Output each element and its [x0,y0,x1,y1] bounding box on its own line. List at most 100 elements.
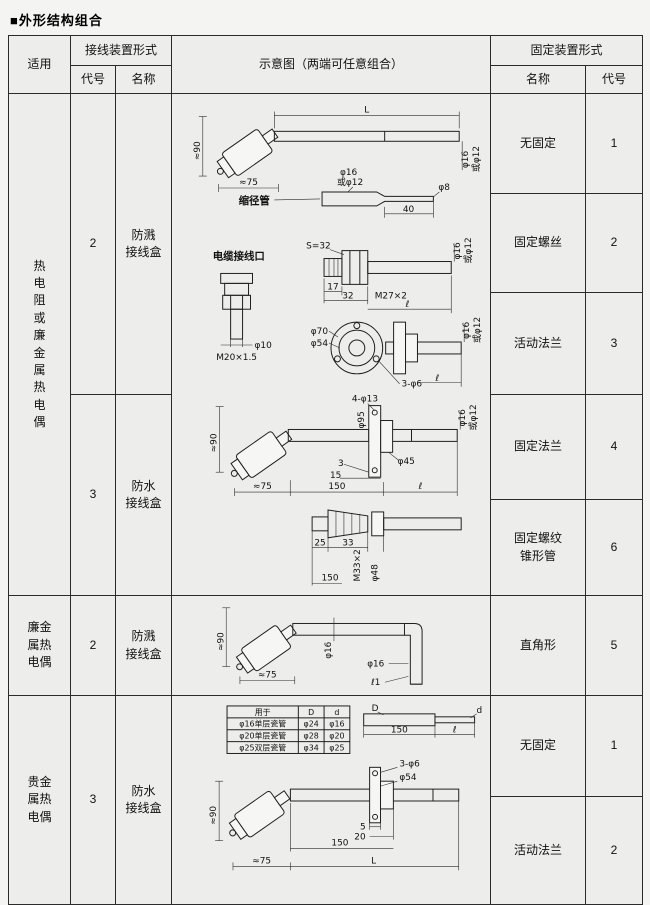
sec1-junction1-code: 2 [70,93,116,395]
dim-or-dia12: 或φ12 [471,317,483,343]
dim-m33: M33×2 [353,549,363,581]
label-reducer-tube: 缩径管 [239,194,270,207]
dim-dia45: φ45 [398,457,415,467]
header-fixing-name: 名称 [490,65,587,94]
dim-d: d [477,705,483,715]
ceramic-r1-d: φ16 [329,719,344,728]
sec1-fix3-name: 活动法兰 [490,292,587,395]
schematic-sec2: ≈90 ≈75 [216,607,423,688]
diagram-right-angle: ≈90 ≈75 [216,607,423,688]
sec2-junction-code: 2 [70,595,116,696]
dim-32: 32 [342,291,353,301]
row-sec2: 廉金 属热 电偶 2 防溅 接线盒 ≈90 [8,595,644,696]
ceramic-r1-D: φ24 [304,719,319,728]
dim-33: 33 [342,539,353,549]
structure-combination-table: 适用 接线装置形式 示意图（两端可任意组合） 固定装置形式 代号 名称 名称 代… [8,35,644,905]
sec1-junction1-name: 防溅 接线盒 [114,93,173,395]
dim-approx90: ≈90 [193,141,203,160]
dim-dia54: φ54 [399,773,417,783]
diagram-taper-thread-tube: 25 33 M33×2 φ48 150 [311,509,462,586]
dim-D: D [372,703,379,713]
ceramic-r3-use: φ25双层瓷管 [239,742,286,752]
ceramic-header-use: 用于 [255,707,271,716]
dim-dia16-vertical: φ16 [367,660,384,670]
dim-dia95: φ95 [357,411,367,428]
ceramic-r3-D: φ34 [304,743,319,752]
dim-dia70: φ70 [311,327,329,337]
header-fixing-device: 固定装置形式 [490,35,644,66]
row-sec1-fix1: 热 电 阻 或 廉 金 属 热 电 偶 2 防溅 接线盒 ≈90 [8,93,644,596]
dim-dia54: φ54 [311,339,329,349]
sec3-fix1-code: 1 [585,695,644,797]
dim-ell: ℓ [452,725,457,735]
header-applicable: 适用 [8,35,71,94]
header-junction-code: 代号 [70,65,116,94]
dim-ell: ℓ [418,482,423,492]
dim-40: 40 [403,205,415,215]
dim-dia48: φ48 [371,564,381,582]
junction-box [228,789,291,840]
ceramic-tube-drawing: D d 150 ℓ [363,703,483,738]
row-sec1-fix5: 固定螺纹 锥形管 6 [9,499,644,596]
row-sec3-fix1: 贵金 属热 电偶 3 防水 接线盒 用于 D d [8,695,644,905]
dim-s32: S=32 [306,242,331,252]
dim-150: 150 [321,574,338,584]
dim-150: 150 [331,838,348,848]
header-row-2: 代号 名称 名称 代号 [9,65,644,94]
ceramic-header-D: D [308,707,314,716]
dim-ell: ℓ [405,300,410,310]
dim-L: L [364,105,369,115]
cable-gland: φ10 M20×1.5 [216,272,273,363]
dim-approx75: ≈75 [239,178,258,188]
dim-approx75: ≈75 [253,482,272,492]
junction-box [230,430,293,481]
dim-approx75: ≈75 [258,670,277,680]
sec1-fix2-code: 2 [585,193,644,293]
dim-5: 5 [360,822,366,832]
schematic-sec1: ≈90 ≈75 [193,105,483,586]
dim-ell: ℓ [434,374,439,384]
diagram-splash-box-probe: ≈90 ≈75 [193,105,482,218]
sec3-applicable: 贵金 属热 电偶 [8,695,71,905]
sec3-schematic-cell: 用于 D d φ16单层瓷管 φ24 φ16 φ20单层瓷管 φ28 φ20 φ… [171,695,492,905]
dim-dia10: φ10 [255,341,273,351]
sec1-fix4-code: 4 [585,394,644,500]
dim-approx90: ≈90 [209,805,219,824]
diagram-noble-waterproof: ≈90 3-φ6 [209,759,460,870]
dim-150: 150 [328,482,345,492]
document-page: ■外形结构组合 适用 接线装置形式 示意图（两端可任意组合） 固定装置形式 代号… [8,13,644,905]
dim-dia16: φ16 [453,242,463,260]
dim-ell1: ℓ1 [370,678,380,688]
dim-20: 20 [354,832,366,842]
dim-reducer-dia16: φ16 [340,168,358,178]
sec3-fix2-code: 2 [585,796,644,905]
sec1-fix1-name: 无固定 [490,93,587,194]
sec1-junction2-name: 防水 接线盒 [114,394,173,596]
sec1-fix5-name: 固定螺纹 锥形管 [490,499,587,596]
junction-box [216,128,279,179]
junction-box [235,624,297,674]
ceramic-r2-use: φ20单层瓷管 [239,730,286,740]
dim-4-dia13: 4-φ13 [352,395,378,405]
dim-approx90: ≈90 [210,433,220,452]
dim-reducer-or12: 或φ12 [337,176,363,188]
row-sec1-fix3: 活动法兰 3 [9,292,644,395]
sec2-junction-name: 防溅 接线盒 [114,595,173,696]
sec2-schematic-cell: ≈90 ≈75 [171,595,492,696]
page-title: ■外形结构组合 [10,13,103,28]
sec1-junction2-code: 3 [70,394,116,596]
sec1-fix3-code: 3 [585,292,644,395]
ceramic-header-d: d [334,707,339,716]
schematic-sec3: 用于 D d φ16单层瓷管 φ24 φ16 φ20单层瓷管 φ28 φ20 φ… [209,703,483,870]
sec3-junction-code: 3 [70,695,116,905]
dim-dia16: φ16 [461,151,471,169]
sec1-fix5-code: 6 [585,499,644,596]
sec3-fix1-name: 无固定 [490,695,587,797]
sec2-applicable: 廉金 属热 电偶 [8,595,71,696]
sec2-fix-code: 5 [585,595,644,696]
dim-dia16-horizontal: φ16 [324,641,334,658]
dim-17: 17 [327,282,338,292]
sec1-applicable: 热 电 阻 或 廉 金 属 热 电 偶 [8,93,71,596]
ceramic-r2-d: φ20 [329,731,344,740]
dim-3: 3 [338,459,344,469]
